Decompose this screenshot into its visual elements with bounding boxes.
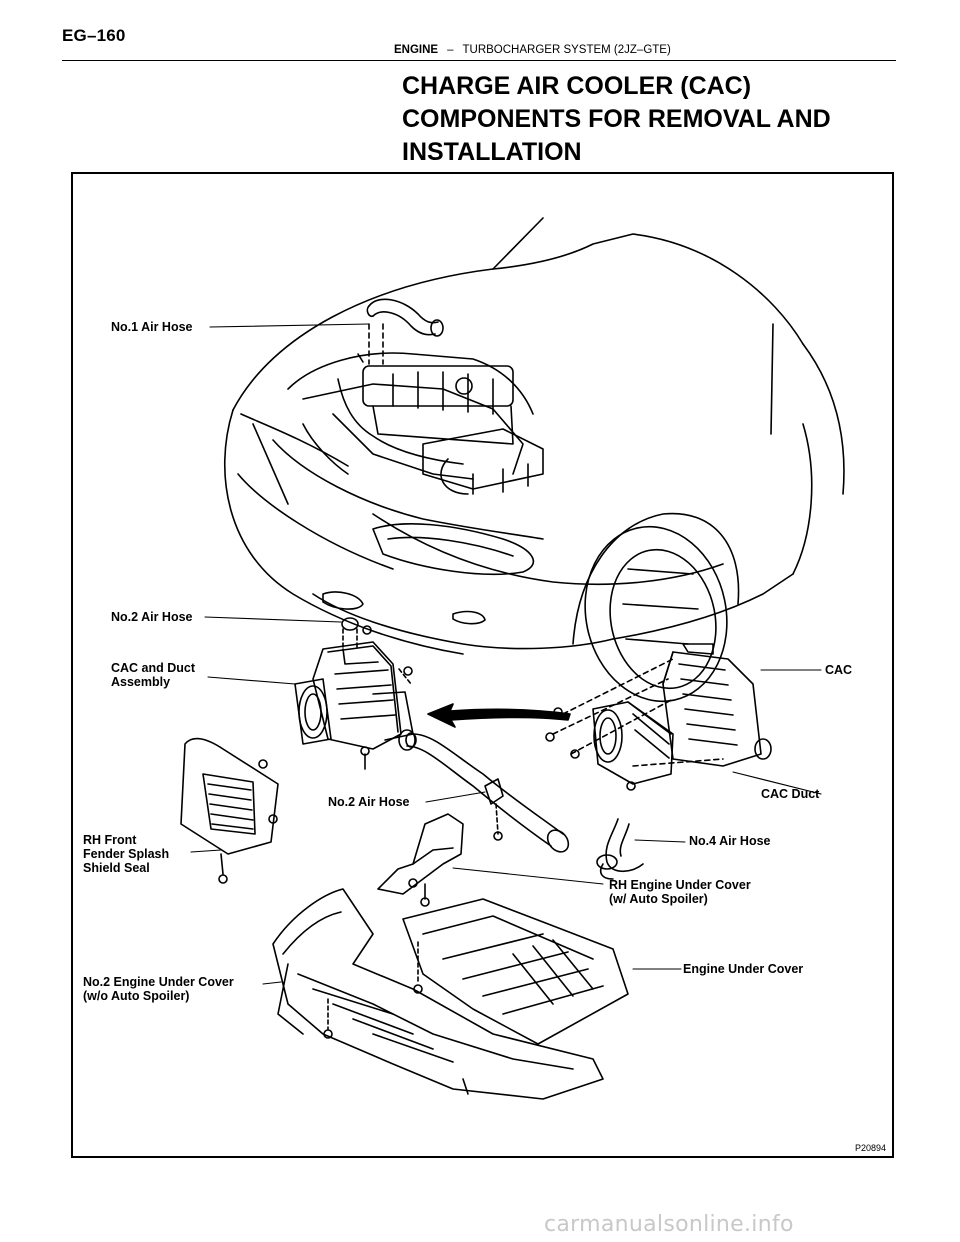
engine-bay-drawing xyxy=(287,298,544,495)
watermark: carmanualsonline.info xyxy=(544,1212,794,1237)
callout-no2-engine-under-cover-line1: No.2 Engine Under Cover xyxy=(83,975,234,989)
direction-arrow-drawing xyxy=(427,703,571,728)
callout-cac-duct-assembly-line2: Assembly xyxy=(111,675,171,689)
leader-lines xyxy=(190,323,822,985)
running-header: ENGINE–TURBOCHARGER SYSTEM (2JZ–GTE) xyxy=(394,44,671,56)
callout-no2-air-hose-lower: No.2 Air Hose xyxy=(328,795,410,809)
header-section: ENGINE xyxy=(394,44,439,56)
rh-engine-under-cover-drawing xyxy=(377,813,464,907)
title-line-2: COMPONENTS FOR REMOVAL AND xyxy=(402,105,831,133)
callout-cac-duct-assembly-line1: CAC and Duct xyxy=(111,661,196,675)
callout-rh-engine-under-cover: RH Engine Under Cover (w/ Auto Spoiler) xyxy=(609,878,751,906)
engine-under-cover-drawing xyxy=(402,898,629,1045)
header-rule xyxy=(62,60,896,61)
callout-rh-engine-under-cover-line1: RH Engine Under Cover xyxy=(609,878,751,892)
callout-no2-engine-under-cover: No.2 Engine Under Cover (w/o Auto Spoile… xyxy=(83,975,234,1003)
callout-no2-air-hose-top: No.2 Air Hose xyxy=(111,610,193,624)
rh-splash-shield-drawing xyxy=(180,737,279,884)
component-figure: No.1 Air Hose No.2 Air Hose CAC and Duct… xyxy=(71,172,894,1158)
cac-duct-drawing xyxy=(545,658,724,791)
callout-cac-duct-assembly: CAC and Duct Assembly xyxy=(111,661,195,689)
callout-rh-engine-under-cover-line2: (w/ Auto Spoiler) xyxy=(609,892,708,906)
exploded-view-drawing xyxy=(180,217,845,1100)
no2-engine-under-cover-drawing xyxy=(272,888,604,1100)
callout-no4-air-hose: No.4 Air Hose xyxy=(689,834,771,848)
callout-no1-air-hose: No.1 Air Hose xyxy=(111,320,193,334)
page-number: EG–160 xyxy=(62,26,126,45)
cac-drawing xyxy=(662,643,772,767)
page-title: CHARGE AIR COOLER (CAC) COMPONENTS FOR R… xyxy=(402,70,872,169)
car-body-drawing xyxy=(223,217,845,703)
no4-air-hose-drawing xyxy=(596,818,644,880)
title-line-3: INSTALLATION xyxy=(402,138,582,166)
no2-air-hose-lower-drawing xyxy=(405,732,570,853)
callout-cac-duct: CAC Duct xyxy=(761,787,820,801)
no2-air-hose-top-drawing xyxy=(341,617,372,650)
callout-engine-under-cover: Engine Under Cover xyxy=(683,962,804,976)
callout-rh-splash-shield-line3: Shield Seal xyxy=(83,861,150,875)
callout-rh-splash-shield: RH Front Fender Splash Shield Seal xyxy=(83,833,169,875)
callout-no2-engine-under-cover-line2: (w/o Auto Spoiler) xyxy=(83,989,190,1003)
header-separator: – xyxy=(447,44,454,56)
callout-rh-splash-shield-line1: RH Front xyxy=(83,833,137,847)
title-line-1: CHARGE AIR COOLER (CAC) xyxy=(402,72,752,100)
callout-rh-splash-shield-line2: Fender Splash xyxy=(83,847,170,861)
cac-duct-assembly-drawing xyxy=(294,641,416,770)
header-subsection: TURBOCHARGER SYSTEM (2JZ–GTE) xyxy=(462,44,671,56)
figure-id: P20894 xyxy=(854,1143,886,1153)
callout-cac: CAC xyxy=(825,663,853,677)
